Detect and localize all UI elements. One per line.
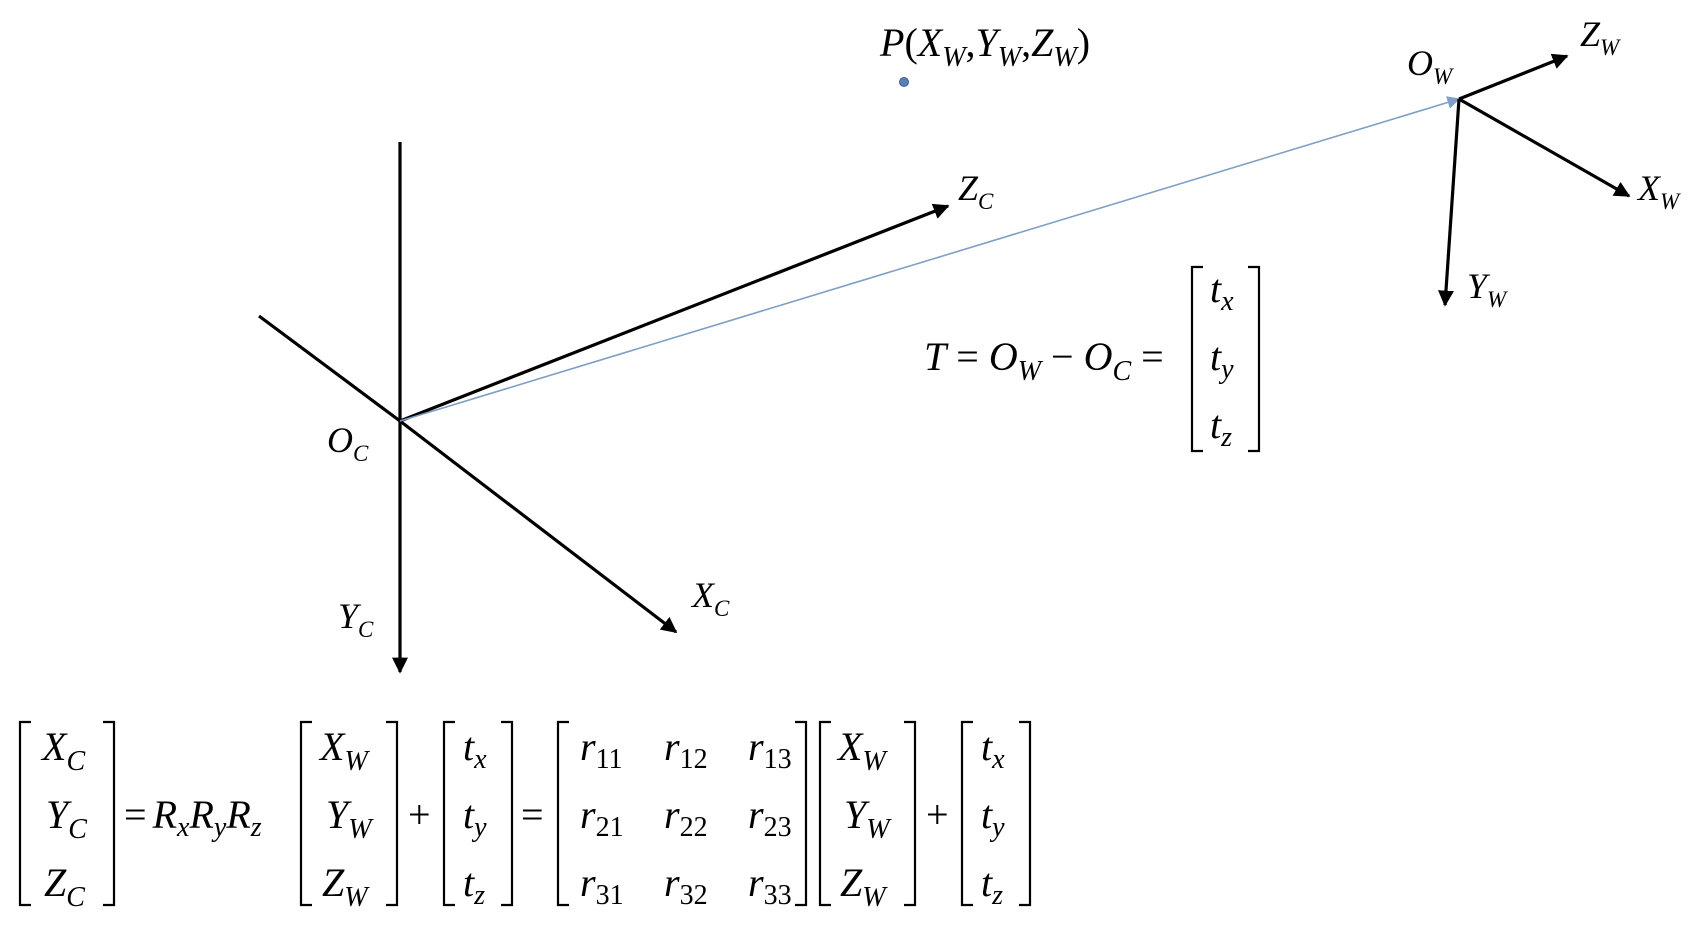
rotation-product: =RxRyRz: [124, 792, 262, 843]
left-bracket: [442, 720, 455, 907]
t-entry: tx: [463, 724, 487, 775]
world-origin-label: OW: [1407, 43, 1454, 89]
left-bracket: [556, 720, 569, 907]
right-bracket: [904, 720, 917, 907]
point-p-dot: [899, 77, 909, 87]
camera-origin-label: OC: [327, 420, 369, 466]
camera-y-axis-label: YC: [338, 596, 374, 642]
t-entry: ty: [463, 792, 487, 843]
r-entry: r22: [664, 792, 708, 843]
t-entry: ty: [981, 792, 1005, 843]
r-entry: r31: [580, 860, 624, 911]
right-bracket: [386, 720, 399, 907]
t-entry: ty: [1210, 334, 1234, 385]
world-x-axis: [1458, 97, 1631, 198]
t-entry: tz: [1210, 402, 1232, 453]
right-bracket: [1019, 720, 1032, 907]
camera-z-axis-label: ZC: [958, 168, 994, 214]
r-entry: r12: [664, 724, 708, 775]
world-entry: YW: [844, 792, 892, 845]
world-entry: ZW: [322, 860, 370, 913]
world-z-axis: [1458, 53, 1569, 101]
plus-sign: +: [926, 792, 949, 837]
plus-sign: +: [408, 792, 431, 837]
lhs-entry: YC: [46, 792, 87, 845]
translation-vector-arrow: [399, 96, 1461, 422]
left-bracket: [18, 720, 31, 907]
svg-text:T=OW−OC=: T=OW−OC=: [924, 334, 1164, 387]
camera-diagonal-line: [258, 314, 401, 423]
t-entry: tz: [463, 860, 485, 911]
r-entry: r21: [580, 792, 624, 843]
world-entry: ZW: [840, 860, 888, 913]
right-bracket: [501, 720, 514, 907]
camera-x-axis: [399, 419, 678, 634]
camera-z-axis: [399, 203, 950, 423]
right-bracket: [1248, 265, 1261, 453]
r-entry: r32: [664, 860, 708, 911]
lhs-entry: XC: [40, 724, 85, 777]
r-entry: r11: [580, 724, 623, 775]
world-y-axis-label: YW: [1467, 266, 1508, 312]
left-bracket: [299, 720, 312, 907]
r-entry: r13: [748, 724, 792, 775]
right-bracket: [795, 720, 808, 907]
world-entry: YW: [326, 792, 374, 845]
r-entry: r33: [748, 860, 792, 911]
transformation-equation: XC YC ZC =RxRyRz XW YW ZW + tx ty tz = r…: [18, 720, 1032, 913]
left-bracket: [1190, 265, 1203, 453]
t-entry: tx: [981, 724, 1005, 775]
world-y-axis: [1437, 98, 1461, 307]
t-entry: tz: [981, 860, 1003, 911]
world-entry: XW: [318, 724, 370, 777]
right-bracket: [103, 720, 116, 907]
r-entry: r23: [748, 792, 792, 843]
camera-x-axis-label: XC: [690, 575, 730, 621]
translation-equation: T=OW−OC= tx ty tz: [924, 265, 1261, 453]
point-p-label: P(XW,YW,ZW): [879, 20, 1090, 73]
lhs-entry: ZC: [44, 860, 85, 913]
world-z-axis-label: ZW: [1580, 14, 1621, 60]
left-bracket: [818, 720, 831, 907]
equals-sign: =: [521, 792, 544, 837]
left-bracket: [960, 720, 973, 907]
t-entry: tx: [1210, 266, 1234, 317]
world-x-axis-label: XW: [1636, 168, 1681, 214]
world-entry: XW: [836, 724, 888, 777]
